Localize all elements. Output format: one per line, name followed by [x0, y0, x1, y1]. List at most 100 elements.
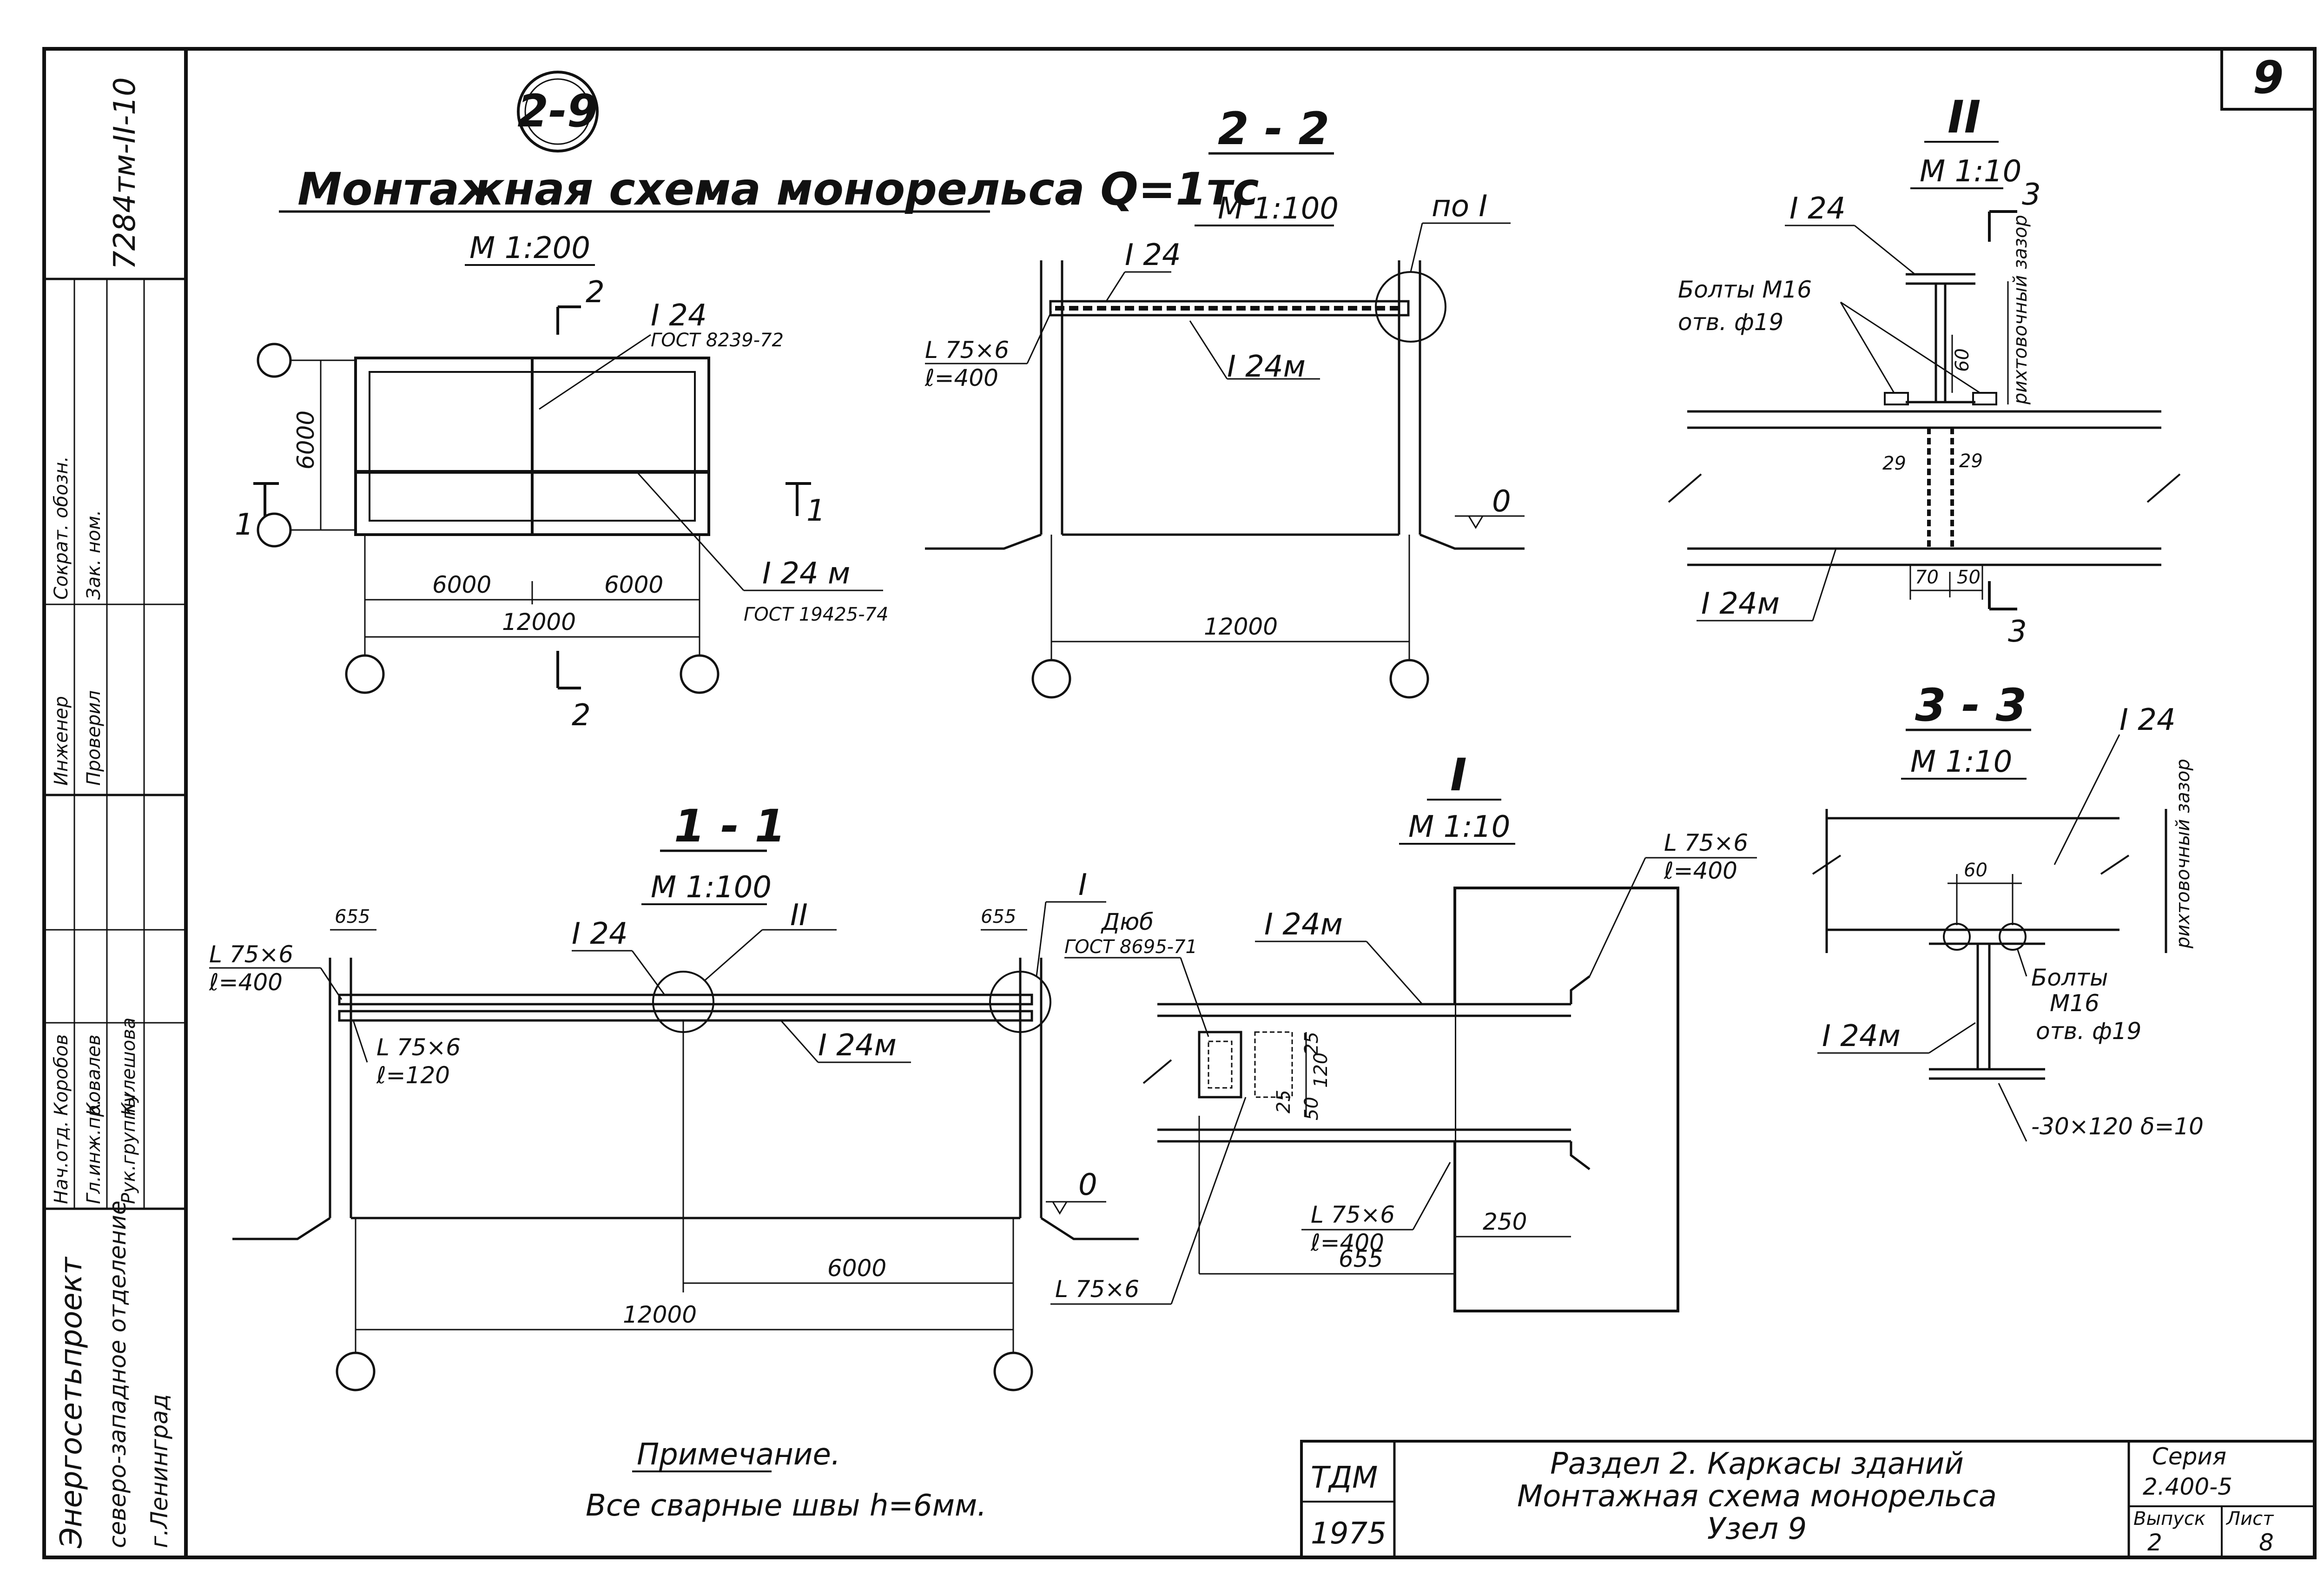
s22-beam-top: I 24 — [1125, 238, 1181, 272]
stamp-r1b: Коробов — [51, 1034, 72, 1116]
nodeII-scale: М 1:10 — [1920, 154, 2021, 189]
s11-scale: М 1:100 — [651, 870, 772, 905]
s11-angle-b: L 75×6 — [376, 1034, 461, 1061]
scheme-title: Монтажная схема монорельса Q=1тс — [297, 163, 1259, 215]
nodeII-beam-mono: I 24м — [1701, 587, 1780, 621]
section-3-3: 3 - 3 М 1:10 60 I 24 рихтовочный зазор Б… — [1812, 679, 2204, 1142]
s22-angle: L 75×6 — [925, 337, 1009, 364]
axis-circle — [336, 1351, 376, 1391]
s33-holes: отв. ф19 — [2036, 1018, 2141, 1045]
stamp-r1a: Нач.отд. — [51, 1121, 72, 1204]
left-strip: 7284тм-II-10 Нач.отд. Коробов Гл.инж.пр.… — [44, 77, 186, 1549]
s11-beam-mono: I 24м — [818, 1028, 897, 1063]
s11-angle-a-len: ℓ=400 — [209, 969, 283, 996]
s22-scale: М 1:100 — [1218, 192, 1339, 226]
stamp-r2a: Гл.инж.пр. — [83, 1099, 105, 1204]
s22-dim-total: 12000 — [1204, 613, 1278, 640]
nodeI-angle-bot-len: ℓ=400 — [1310, 1229, 1384, 1256]
nodeI-dowel-gost: ГОСТ 8695-71 — [1064, 936, 1197, 958]
nodeI-wall — [1453, 887, 1679, 1312]
s11-angle-a: L 75×6 — [209, 941, 293, 968]
s33-beam-top: I 24 — [2119, 703, 2176, 737]
nodeI-d50: 50 — [1301, 1097, 1322, 1120]
s11-dim-left: 655 — [335, 906, 370, 927]
nodeII-holes: отв. ф19 — [1678, 309, 1783, 336]
org-name: Энергосетьпроект — [54, 1256, 89, 1549]
stamp-r3b: Кулешова — [118, 1018, 139, 1116]
stamp-r4b: Проверил — [83, 690, 105, 786]
nodeII-title: II — [1948, 91, 1981, 143]
s11-dim-half: 6000 — [827, 1255, 886, 1282]
nodeII-beam-top-label: I 24 — [1789, 192, 1846, 226]
tb-line1: Раздел 2. Каркасы зданий — [1550, 1447, 1964, 1481]
org-city: г.Ленинград — [146, 1394, 173, 1548]
axis-circle — [345, 654, 385, 694]
nodeII-d70: 70 — [1915, 567, 1939, 588]
outer-frame — [42, 47, 2317, 1559]
nodeI-angle-bot: L 75×6 — [1311, 1201, 1395, 1228]
tb-series: 2.400-5 — [2143, 1473, 2232, 1500]
s11-beam-top: I 24 — [572, 917, 628, 951]
s11-node2-ref: II — [790, 898, 808, 933]
s22-angle-len: ℓ=400 — [924, 364, 998, 391]
axis-circle — [993, 1351, 1033, 1391]
s11-dim-right: 655 — [981, 906, 1016, 927]
cut-mark-1-right: 1 — [806, 494, 825, 528]
nodeI-d120: 120 — [1310, 1053, 1332, 1088]
tb-year: 1975 — [1311, 1517, 1386, 1551]
nodeII-bolts: Болты М16 — [1678, 276, 1812, 303]
node-mark-circle — [517, 71, 599, 152]
node-II: II М 1:10 70 50 29 29 60 I 24 Болты М16 … — [1668, 91, 2181, 649]
node-I: I М 1:10 L 75×6 ℓ=400 I 24м Дюб ГОСТ 869… — [1050, 749, 1757, 1312]
scheme-beam-mono: I 24 м — [762, 556, 850, 591]
nodeI-title: I — [1450, 749, 1467, 801]
stamp-r5b: Зак. ном. — [83, 510, 105, 600]
tb-issue: 2 — [2147, 1529, 2162, 1556]
section-1-1: 1 - 1 М 1:100 6000 12000 II I I 24 I 24м — [209, 800, 1139, 1391]
nodeII-cut-top: 3 — [2022, 178, 2041, 212]
s11-title: 1 - 1 — [674, 800, 786, 852]
s11-beam-mono — [338, 1010, 1033, 1022]
tb-sheet-no: 8 — [2259, 1529, 2274, 1556]
s22-ref: по I — [1432, 189, 1487, 224]
nodeI-angle-top-len: ℓ=400 — [1664, 857, 1737, 884]
s22-title: 2 - 2 — [1218, 103, 1329, 155]
nodeI-beam-mono: I 24м — [1264, 907, 1343, 942]
nodeI-scale: М 1:10 — [1408, 810, 1510, 844]
nodeI-angle-top: L 75×6 — [1664, 829, 1748, 856]
axis-circle — [257, 343, 292, 378]
nodeII-d29b: 29 — [1959, 450, 1983, 472]
s33-beam-mono — [1929, 928, 2045, 1080]
tb-sheet-label: Лист — [2225, 1508, 2274, 1530]
nodeI-d25a: 25 — [1301, 1032, 1322, 1055]
sheet-number: 9 — [2253, 52, 2284, 104]
node-mark: 2-9 — [517, 85, 598, 137]
tb-stamp: ТДМ — [1311, 1461, 1378, 1495]
scheme-beam-top-gost: ГОСТ 8239-72 — [651, 330, 784, 351]
stamp-r5a: Сократ. обозн. — [51, 456, 72, 600]
nodeII-beam-top — [1906, 273, 1975, 413]
s11-node1-ref: I — [1078, 868, 1087, 902]
axis-circle — [1031, 659, 1071, 699]
dim-half-right: 6000 — [604, 571, 663, 598]
cut-mark-2-top: 2 — [586, 275, 605, 310]
s33-plate: -30×120 δ=10 — [2031, 1113, 2204, 1140]
stamp-r4a: Инженер — [51, 696, 72, 786]
s11-angle-b-len: ℓ=120 — [376, 1062, 450, 1089]
nodeII-cut-bottom: 3 — [2008, 615, 2027, 649]
s22-beam — [1049, 300, 1410, 317]
axis-circle — [1389, 659, 1429, 699]
nodeI-dowel: Дюб — [1101, 908, 1154, 935]
s11-level: 0 — [1078, 1168, 1097, 1202]
nodeII-gap: рихтовочный зазор — [2010, 215, 2031, 405]
s11-beam-top — [338, 993, 1033, 1006]
sheet-number-box — [2220, 47, 2316, 111]
scheme-plan: 2-9 Монтажная схема монорельса Q=1тс М 1… — [235, 71, 1259, 733]
dim-height: 6000 — [292, 411, 319, 470]
scheme-scale: М 1:200 — [469, 231, 590, 265]
nodeI-d250: 250 — [1483, 1208, 1527, 1235]
s33-title: 3 - 3 — [1915, 679, 2027, 731]
tb-line2: Монтажная схема монорельса — [1517, 1479, 1997, 1514]
cut-mark-1-left: 1 — [235, 508, 254, 542]
